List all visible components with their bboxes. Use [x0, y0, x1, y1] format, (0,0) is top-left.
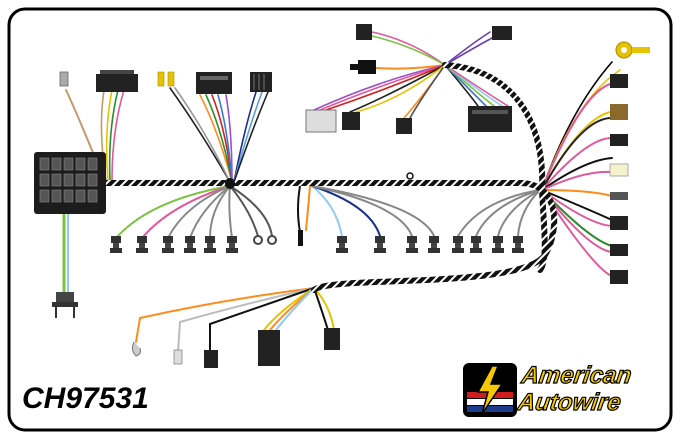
brand-wordmark: American Autowire [516, 361, 674, 416]
right-column-connectors [609, 41, 650, 284]
part-number: CH97531 [22, 382, 149, 415]
brand-line-2: Autowire [516, 388, 624, 416]
fuse-block [34, 152, 106, 318]
main-harness [97, 62, 558, 293]
wires [62, 31, 621, 353]
bottom-connectors [131, 328, 340, 368]
top-connectors [59, 70, 272, 94]
brand-logo: American Autowire [462, 360, 668, 420]
lightning-badge-icon [463, 363, 517, 417]
drop-terminals [110, 230, 524, 253]
upper-right-connectors [305, 24, 512, 134]
brand-line-1: American [519, 361, 634, 389]
